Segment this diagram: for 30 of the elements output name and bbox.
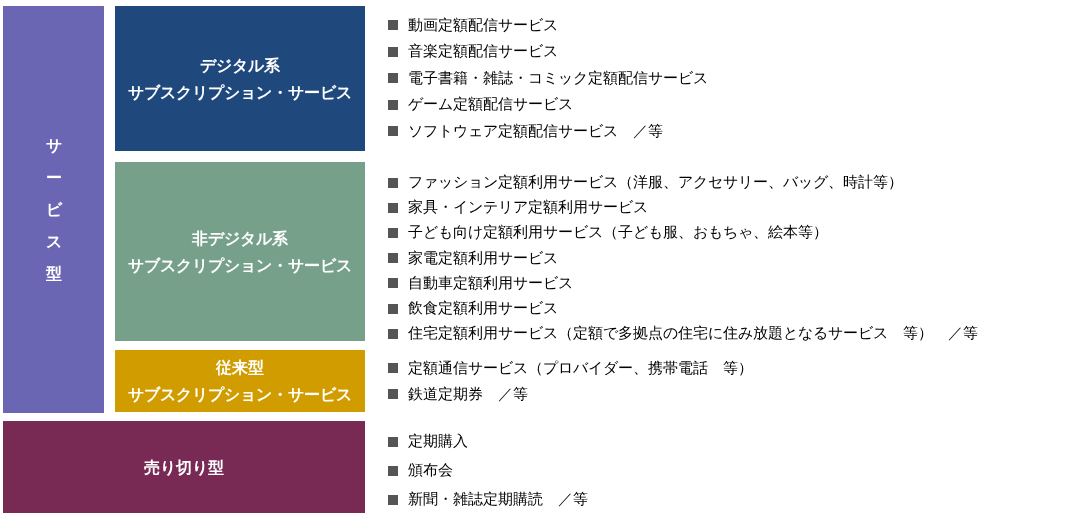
category-label: デジタル系 bbox=[200, 54, 280, 77]
category-label: 従来型 bbox=[216, 357, 264, 379]
list-item: 住宅定額利用サービス（定額で多拠点の住宅に住み放題となるサービス 等） ／等 bbox=[408, 324, 978, 344]
list-item: 鉄道定期券 ／等 bbox=[408, 384, 528, 404]
list-item: 頒布会 bbox=[408, 461, 453, 480]
list-item: 定額通信サービス（プロバイダー、携帯電話 等） bbox=[408, 358, 753, 378]
list-item: 定期購入 bbox=[408, 432, 468, 451]
category-label: サブスクリプション・サービス bbox=[128, 384, 352, 406]
list-item: 音楽定額配信サービス bbox=[408, 42, 558, 62]
category-box bbox=[115, 350, 365, 412]
list-item: 電子書籍・雑誌・コミック定額配信サービス bbox=[408, 68, 708, 88]
list-item: 家電定額利用サービス bbox=[408, 248, 558, 268]
category-box bbox=[115, 6, 365, 151]
category-label: サブスクリプション・サービス bbox=[128, 81, 352, 104]
category-box bbox=[3, 421, 365, 513]
category-box bbox=[3, 6, 104, 413]
category-box bbox=[115, 162, 365, 341]
list-item: 新聞・雑誌定期購読 ／等 bbox=[408, 490, 588, 509]
list-item: ファッション定額利用サービス（洋服、アクセサリー、バッグ、時計等） bbox=[408, 173, 903, 193]
list-item: ソフトウェア定額配信サービス ／等 bbox=[408, 121, 663, 141]
category-label: 売り切り型 bbox=[144, 456, 224, 479]
list-item: 自動車定額利用サービス bbox=[408, 273, 573, 293]
category-label: サブスクリプション・サービス bbox=[128, 254, 352, 277]
list-item: 飲食定額利用サービス bbox=[408, 299, 558, 319]
category-label: 非デジタル系 bbox=[192, 227, 288, 250]
list-item: ゲーム定額配信サービス bbox=[408, 95, 573, 115]
list-item: 子ども向け定額利用サービス（子ども服、おもちゃ、絵本等） bbox=[408, 223, 828, 243]
category-label: サービス型 bbox=[44, 134, 63, 285]
list-item: 家具・インテリア定額利用サービス bbox=[408, 198, 648, 218]
list-item: 動画定額配信サービス bbox=[408, 15, 558, 35]
